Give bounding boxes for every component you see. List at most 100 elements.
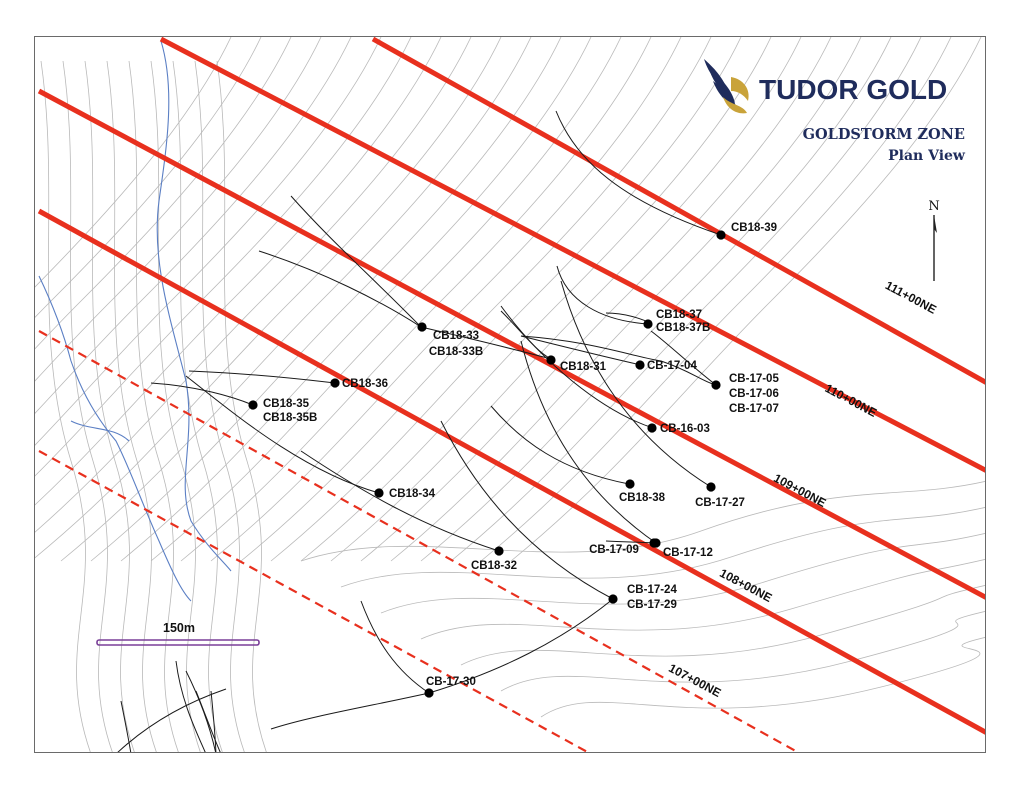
contour-line bbox=[300, 37, 772, 562]
drill-hole: CB-17-27 bbox=[695, 482, 745, 509]
contour-line bbox=[460, 585, 985, 666]
drill-trace bbox=[185, 375, 380, 494]
drill-trace bbox=[150, 382, 254, 406]
drill-collar-icon bbox=[716, 230, 726, 240]
contour-line bbox=[35, 37, 292, 350]
plan-view-map: CB18-39CB18-37CB18-37BCB18-33CB18-33BCB1… bbox=[35, 37, 985, 752]
drill-hole: CB18-34 bbox=[374, 488, 436, 500]
drill-traces bbox=[117, 110, 722, 752]
contour-line bbox=[35, 37, 232, 288]
drill-collar-icon bbox=[608, 594, 618, 604]
drill-hole-label: CB-17-12 bbox=[663, 547, 713, 559]
section-label: 107+00NE bbox=[666, 661, 723, 700]
creek-line bbox=[156, 40, 232, 572]
contour-line bbox=[216, 60, 267, 752]
creek-line bbox=[70, 420, 130, 442]
contour-line bbox=[270, 37, 742, 562]
section-line-109+00NE bbox=[37, 88, 985, 600]
drill-hole: CB-17-12 bbox=[651, 538, 713, 559]
drill-trace bbox=[175, 660, 206, 752]
drill-holes: CB18-39CB18-37CB18-37BCB18-33CB18-33BCB1… bbox=[248, 222, 779, 698]
drill-collar-icon bbox=[330, 378, 340, 388]
drill-trace bbox=[560, 280, 712, 488]
contour-line bbox=[35, 37, 442, 506]
contour-line bbox=[62, 60, 113, 752]
contour-line bbox=[35, 37, 472, 533]
creek-line bbox=[38, 275, 192, 602]
drill-trace bbox=[520, 340, 657, 544]
drill-hole-label: CB18-34 bbox=[389, 488, 436, 500]
contour-line bbox=[90, 37, 562, 562]
drill-collar-icon bbox=[651, 538, 661, 548]
north-arrow-head-icon bbox=[934, 215, 937, 233]
scale-bar-rect bbox=[96, 639, 260, 646]
drill-hole: CB18-38 bbox=[619, 479, 666, 504]
contour-line bbox=[150, 60, 201, 752]
drill-trace bbox=[490, 405, 630, 485]
drill-collar-icon bbox=[374, 488, 384, 498]
zone-subtitle: Plan View bbox=[888, 148, 966, 164]
drill-hole: CB-17-04 bbox=[635, 360, 697, 372]
contour-line bbox=[35, 37, 412, 477]
drill-trace bbox=[605, 540, 657, 544]
drill-trace bbox=[520, 335, 642, 366]
section-label: 111+00NE bbox=[883, 278, 939, 317]
section-line-110+00NE bbox=[159, 37, 985, 473]
drill-trace bbox=[650, 330, 717, 386]
contour-line bbox=[180, 37, 652, 562]
contour-line bbox=[210, 37, 682, 562]
drill-trace bbox=[555, 110, 722, 236]
drill-trace bbox=[440, 420, 614, 600]
contour-line bbox=[120, 37, 592, 562]
drill-collar-icon bbox=[494, 546, 504, 556]
drill-hole: CB18-36 bbox=[330, 378, 388, 390]
drill-hole-label: CB18-36 bbox=[342, 378, 388, 390]
drill-collar-icon bbox=[643, 319, 653, 329]
drill-hole-label: CB-17-30 bbox=[426, 676, 476, 688]
creeks bbox=[38, 40, 232, 602]
brand-logo: TUDOR GOLD bbox=[704, 59, 947, 114]
drill-collar-icon bbox=[625, 479, 635, 489]
contour-line bbox=[360, 37, 832, 562]
drill-trace bbox=[210, 690, 217, 752]
contour-line bbox=[35, 37, 322, 382]
scale-bar-label: 150m bbox=[163, 621, 195, 635]
drill-collar-icon bbox=[546, 355, 556, 365]
drill-collar-icon bbox=[635, 360, 645, 370]
drill-trace bbox=[117, 688, 227, 752]
contour-line bbox=[330, 37, 802, 562]
drill-trace bbox=[520, 335, 717, 386]
drill-hole-label: CB-17-29 bbox=[627, 599, 677, 611]
drill-collar-icon bbox=[711, 380, 721, 390]
brand-name: TUDOR GOLD bbox=[759, 74, 947, 105]
drill-hole-label: CB18-35 bbox=[263, 398, 310, 410]
section-line-108+00NE bbox=[37, 208, 985, 735]
drill-hole-label: CB18-31 bbox=[560, 361, 607, 373]
drill-hole: CB-16-03 bbox=[647, 423, 710, 435]
scale-bar: 150m bbox=[96, 621, 260, 646]
drill-collar-icon bbox=[647, 423, 657, 433]
contour-line bbox=[340, 507, 985, 588]
drill-trace bbox=[185, 670, 217, 752]
drill-trace bbox=[258, 250, 422, 328]
contour-line bbox=[150, 37, 622, 562]
drill-hole-label: CB18-32 bbox=[471, 560, 517, 572]
drill-hole-label: CB18-37B bbox=[656, 322, 710, 334]
drill-trace bbox=[270, 598, 614, 730]
section-lines bbox=[37, 37, 985, 752]
drill-hole-label: CB-17-09 bbox=[589, 544, 639, 556]
north-arrow: N bbox=[928, 199, 940, 281]
drill-hole-label: CB-17-05 bbox=[729, 373, 779, 385]
contour-line bbox=[194, 60, 245, 752]
contour-line bbox=[450, 37, 922, 562]
contour-line bbox=[510, 37, 982, 562]
contour-line bbox=[128, 60, 179, 752]
contour-line bbox=[40, 60, 91, 752]
drill-collar-icon bbox=[424, 688, 434, 698]
drill-hole-label: CB18-33B bbox=[429, 346, 483, 358]
contour-line bbox=[35, 37, 502, 559]
drill-hole: CB18-31 bbox=[546, 355, 607, 373]
drill-hole: CB18-39 bbox=[716, 222, 777, 240]
